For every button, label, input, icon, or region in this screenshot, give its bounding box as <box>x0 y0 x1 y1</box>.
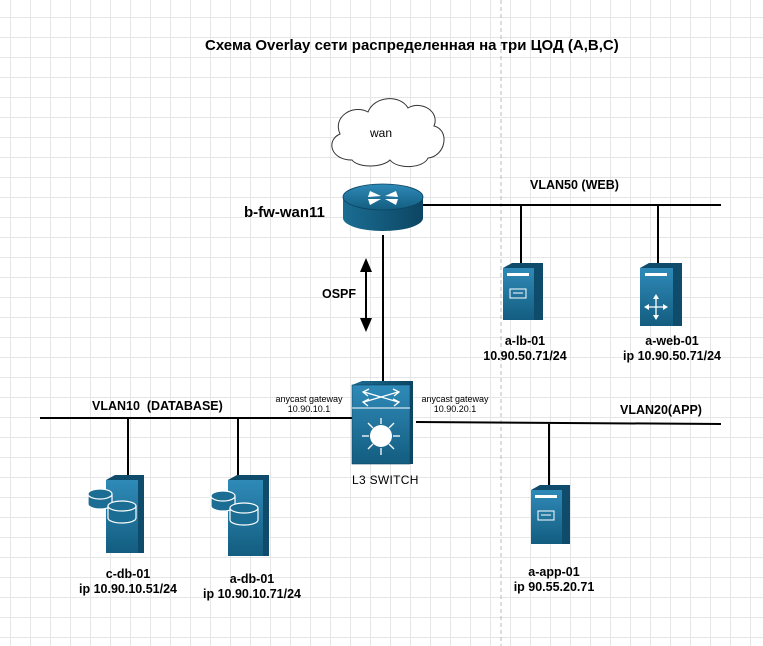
router-icon <box>342 183 424 231</box>
a-app-server-icon <box>531 485 570 544</box>
vlan50-label: VLAN50 (WEB) <box>530 178 619 192</box>
a-lb-server-icon <box>503 263 543 320</box>
a-db-server-icon <box>210 475 269 556</box>
l3-switch-label: L3 SWITCH <box>352 473 419 487</box>
a-web-name: a-web-01 <box>645 334 699 348</box>
a-lb-name: a-lb-01 <box>504 334 546 348</box>
connections <box>40 204 722 485</box>
a-web-server-icon <box>640 263 682 326</box>
router-label: b-fw-wan11 <box>244 204 325 221</box>
anycast-gateway-left-title: anycast gateway <box>275 394 343 404</box>
anycast-gateway-left: anycast gateway 10.90.10.1 <box>272 394 346 414</box>
wan-cloud-icon <box>331 98 445 167</box>
anycast-gateway-right: anycast gateway 10.90.20.1 <box>418 394 492 414</box>
a-db-ip: ip 10.90.10.71/24 <box>203 587 301 601</box>
a-lb-ip: 10.90.50.71/24 <box>483 349 567 363</box>
a-db-name: a-db-01 <box>229 572 275 586</box>
l3-switch-icon <box>351 381 413 465</box>
anycast-gateway-right-ip: 10.90.20.1 <box>433 404 477 414</box>
a-app-label: a-app-01 ip 90.55.20.71 <box>494 565 614 595</box>
vlan20-label: VLAN20(APP) <box>620 403 702 417</box>
c-db-label: c-db-01 ip 10.90.10.51/24 <box>68 567 188 597</box>
c-db-ip: ip 10.90.10.51/24 <box>79 582 177 596</box>
vlan20-bus <box>415 421 722 425</box>
ospf-label: OSPF <box>322 287 357 301</box>
a-web-label: a-web-01 ip 10.90.50.71/24 <box>612 334 732 364</box>
a-app-ip: ip 90.55.20.71 <box>513 580 595 594</box>
anycast-gateway-right-title: anycast gateway <box>421 394 489 404</box>
ospf-arrow <box>360 258 372 332</box>
wan-cloud-label: wan <box>370 126 393 140</box>
a-lb-label: a-lb-01 10.90.50.71/24 <box>470 334 580 364</box>
c-db-name: c-db-01 <box>105 567 151 581</box>
c-db-server-icon <box>87 475 144 553</box>
a-web-ip: ip 10.90.50.71/24 <box>623 349 721 363</box>
anycast-gateway-left-ip: 10.90.10.1 <box>287 404 331 414</box>
diagram-title: Схема Overlay сети распределенная на три… <box>205 37 619 54</box>
a-app-name: a-app-01 <box>528 565 580 579</box>
a-db-label: a-db-01 ip 10.90.10.71/24 <box>192 572 312 602</box>
vlan10-label: VLAN10 (DATABASE) <box>92 399 223 413</box>
